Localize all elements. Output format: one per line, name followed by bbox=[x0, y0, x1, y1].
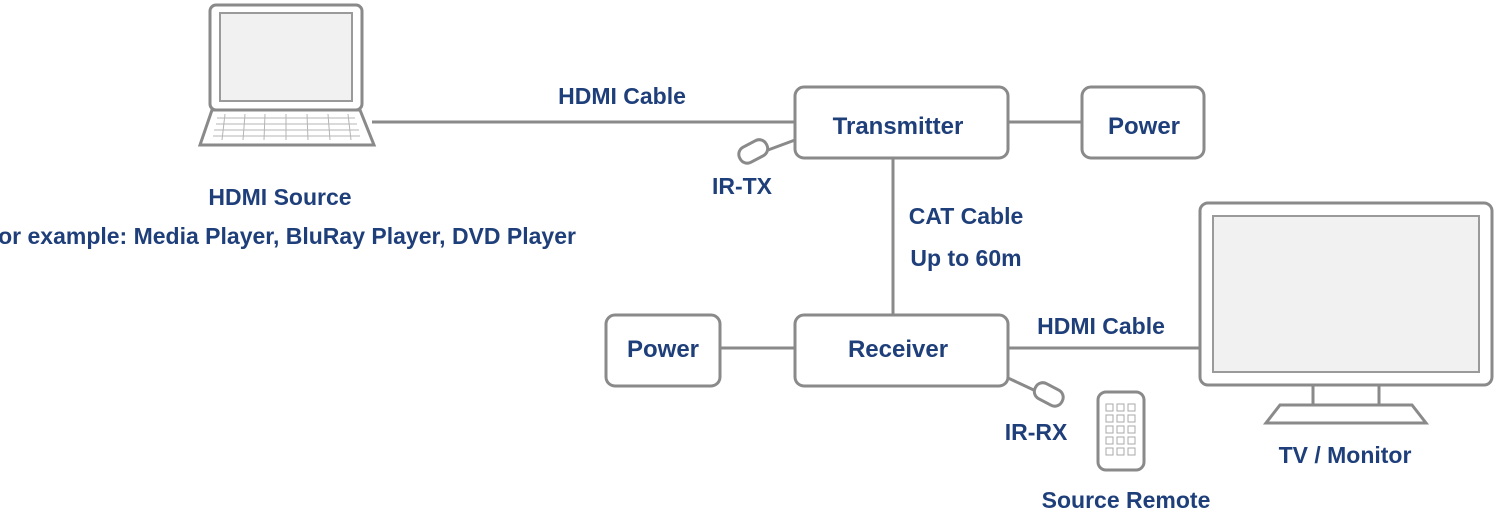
source-hdmi-cable-label: HDMI Cable bbox=[558, 83, 686, 109]
transmitter-label: Transmitter bbox=[833, 113, 964, 140]
source-remote-label: Source Remote bbox=[1042, 487, 1211, 513]
display-hdmi-cable-label: HDMI Cable bbox=[1037, 313, 1165, 339]
ir-rx-sensor-icon bbox=[1007, 376, 1065, 408]
ir-tx-label: IR-TX bbox=[712, 173, 773, 199]
display-label: TV / Monitor bbox=[1279, 442, 1412, 468]
remote-control-icon bbox=[1096, 390, 1146, 472]
receiver-power-box: Power bbox=[604, 313, 722, 388]
source-subtitle: For example: Media Player, BluRay Player… bbox=[0, 223, 576, 249]
receiver-power-label: Power bbox=[627, 336, 699, 363]
receiver-label: Receiver bbox=[848, 336, 948, 363]
cat-cable-length-label: Up to 60m bbox=[910, 245, 1021, 271]
transmitter-power-box: Power bbox=[1080, 85, 1206, 160]
ir-tx-sensor-icon bbox=[737, 138, 796, 165]
ir-rx-label: IR-RX bbox=[1005, 419, 1068, 445]
transmitter-power-label: Power bbox=[1108, 113, 1180, 140]
cat-cable-label: CAT Cable bbox=[909, 203, 1024, 229]
transmitter-box: Transmitter bbox=[793, 85, 1010, 160]
receiver-box: Receiver bbox=[793, 313, 1010, 388]
monitor-icon bbox=[1198, 201, 1494, 425]
source-title: HDMI Source bbox=[208, 184, 351, 210]
laptop-icon bbox=[197, 3, 377, 147]
